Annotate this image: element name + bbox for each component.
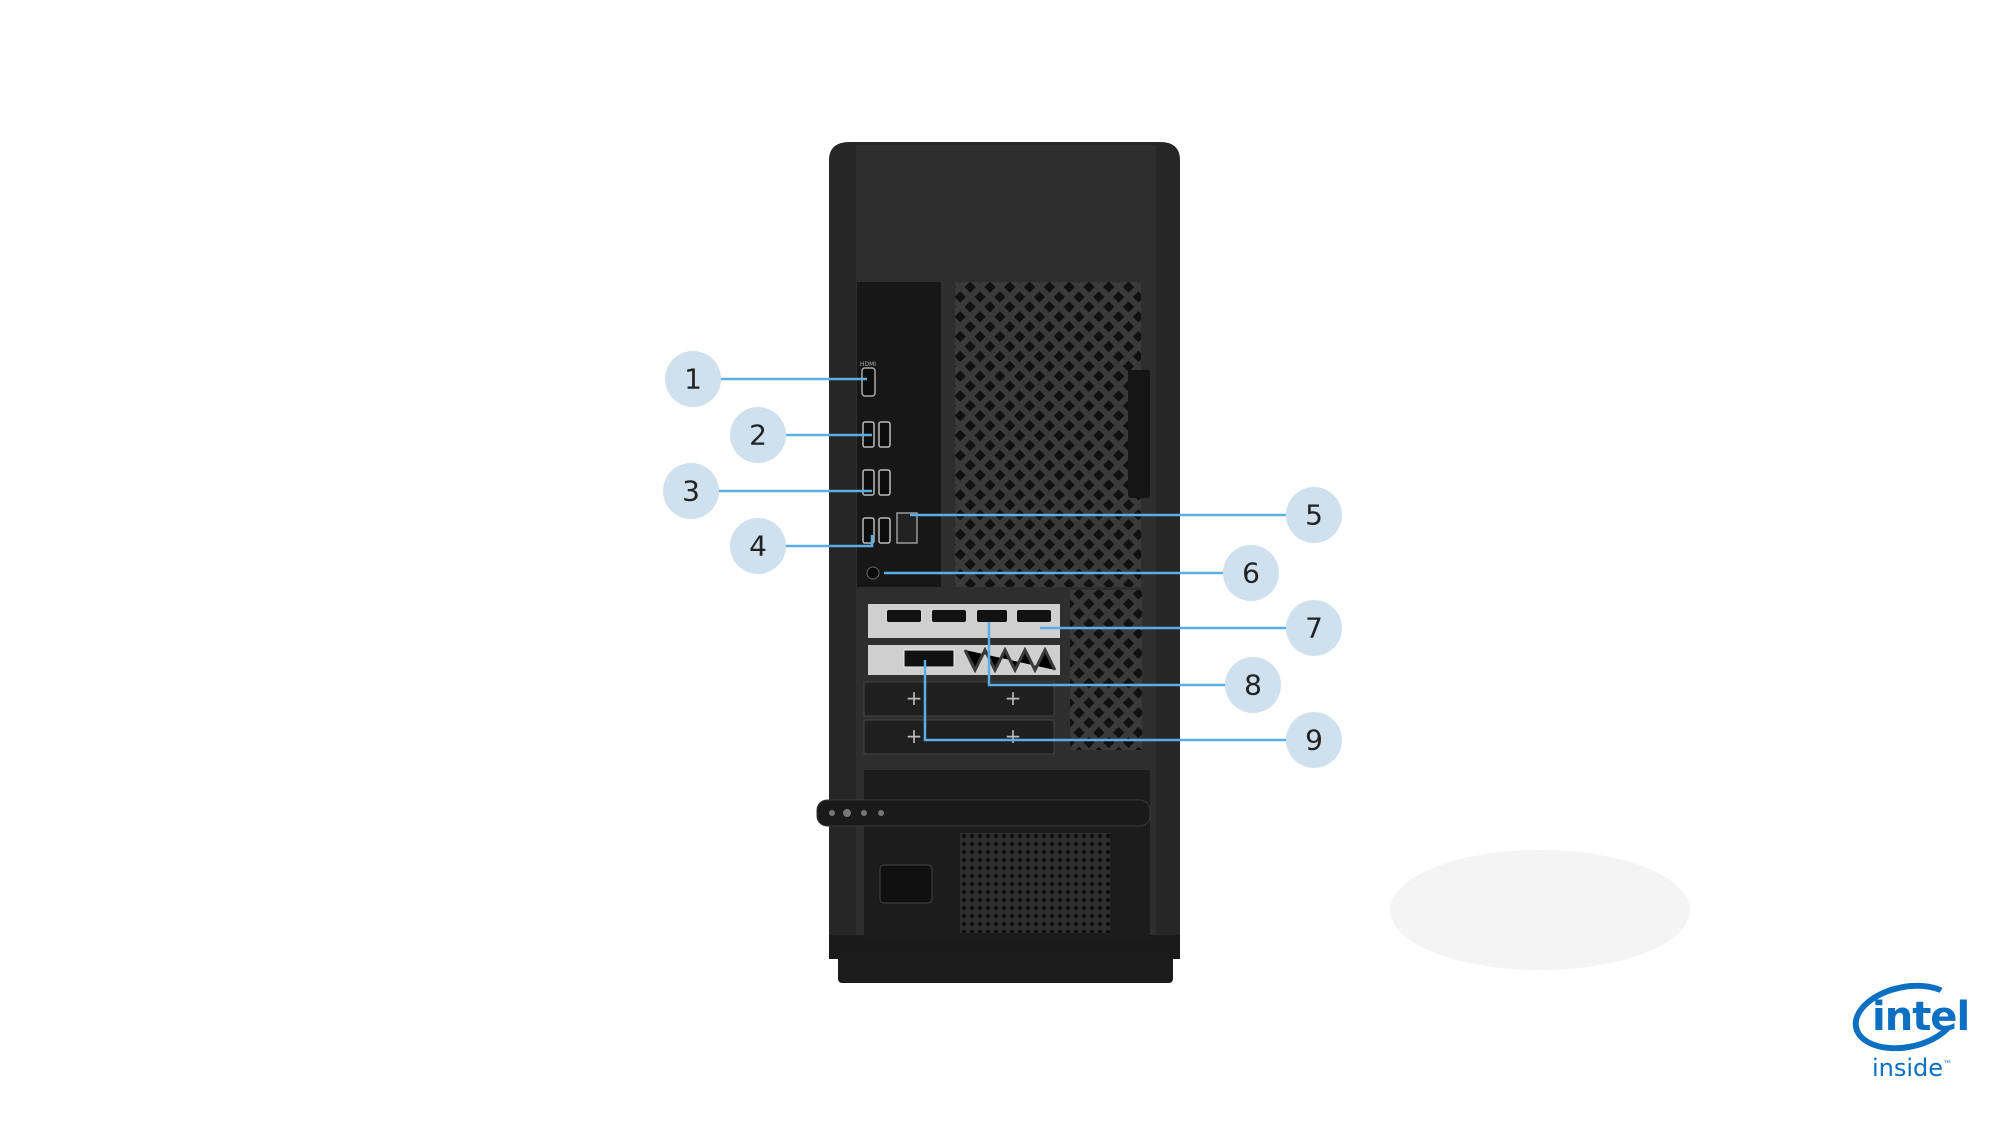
svg-text:+: + [1005,686,1022,710]
callout-4: 4 [730,518,786,574]
callout-6: 6 [1223,545,1279,601]
gpu-vents [963,646,1057,674]
audio-jack [866,566,880,580]
tower-feet [838,955,1173,983]
desktop-tower: HDMI + + + + [816,142,1690,983]
callout-1: 1 [665,351,721,407]
svg-text:4: 4 [749,530,767,563]
hdmi-port [861,367,876,397]
svg-text:7: 7 [1305,612,1323,645]
callout-9: 9 [1286,712,1342,768]
handle-slot [1128,370,1150,498]
svg-text:6: 6 [1242,557,1260,590]
svg-text:2: 2 [749,419,767,452]
svg-text:1: 1 [684,363,702,396]
callout-5: 5 [1286,487,1342,543]
cable-bar-holes [829,809,884,817]
power-connector [879,864,933,904]
callout-7: 7 [1286,600,1342,656]
svg-text:3: 3 [682,475,700,508]
cable-bar [816,799,1151,827]
shadow [1390,850,1690,970]
dvi-port [903,649,955,668]
intel-inside-logo: intel inside™ [1846,973,1970,1090]
callout-8: 8 [1225,657,1281,713]
callout-3: 3 [663,463,719,519]
svg-text:+: + [1005,724,1022,748]
rear-fan-vent [955,282,1141,587]
side-vent [1070,590,1142,750]
hdmi-port-label: HDMI [860,361,876,368]
callout-2: 2 [730,407,786,463]
svg-text:9: 9 [1305,724,1323,757]
expansion-slot-covers [863,681,1055,755]
svg-text:5: 5 [1305,499,1323,532]
tagline-text: inside [1872,1054,1944,1082]
trademark: ™ [1943,1060,1953,1070]
intel-tagline: inside™ [1872,1054,1952,1082]
ethernet-port [896,512,918,544]
svg-text:+: + [906,724,923,748]
intel-wordmark: intel [1872,994,1970,1040]
leader-lines [719,377,1286,742]
gpu-display-ports [887,610,1051,622]
usb-ports [862,421,891,544]
svg-text:+: + [906,686,923,710]
slot-screws: + + + + [906,686,1022,748]
svg-text:8: 8 [1244,669,1262,702]
psu-fan-grille [960,833,1110,933]
